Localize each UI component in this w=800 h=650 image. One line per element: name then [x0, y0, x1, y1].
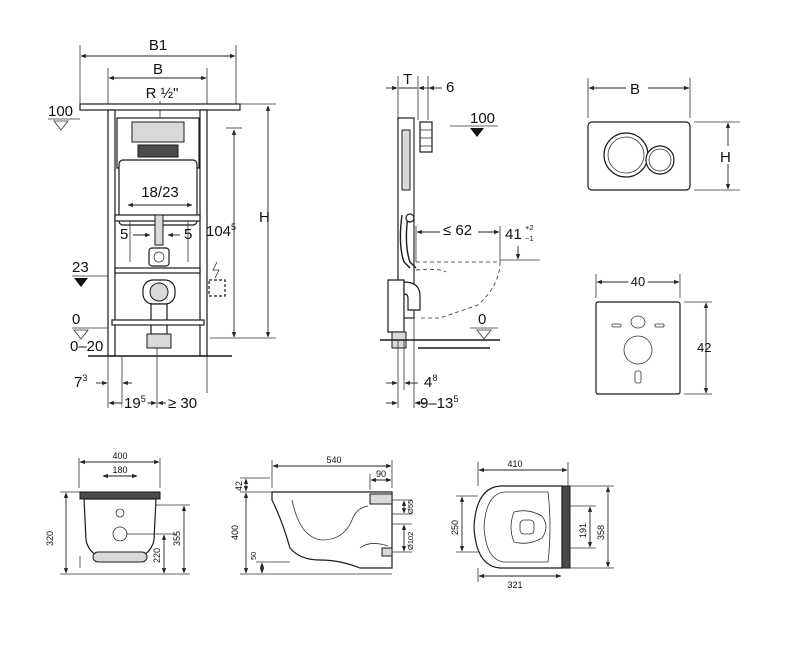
t-label: T — [403, 71, 412, 88]
level-100-label: 100 — [48, 103, 73, 120]
level-100-label-side: 100 — [470, 110, 495, 127]
h42-label: 42 — [697, 340, 711, 355]
w40-bg: 40 — [631, 274, 645, 289]
six-label: 6 — [446, 79, 454, 96]
dim41-label: 41 — [505, 226, 522, 243]
bt-w321: 321 — [507, 580, 522, 590]
bf-w180: 180 — [112, 465, 127, 475]
w40-label: 40 — [631, 274, 645, 289]
bs-w540: 540 — [326, 455, 341, 465]
level-0-label-side: 0 — [478, 311, 486, 328]
depth-19-label: 195 — [124, 394, 146, 412]
bt-h191: 191 — [578, 523, 588, 538]
thread-label: R ½" — [146, 85, 179, 102]
bt-h358: 358 — [596, 525, 606, 540]
plate-b-label: B — [630, 81, 640, 98]
h-label: H — [259, 209, 270, 226]
right-5-label: 5 — [184, 226, 192, 243]
le62-label: ≤ 62 — [443, 222, 472, 239]
bs-d55: Ø55 — [406, 500, 415, 514]
bowl-side-view: 540 90 42 Ø55 Ø102 400 50 — [230, 455, 415, 575]
bs-h50: 50 — [249, 552, 258, 560]
wall-plate: 40 40 42 — [595, 271, 712, 395]
bf-h320: 320 — [45, 531, 55, 546]
b-label: B — [153, 61, 163, 78]
bf-h355: 355 — [172, 531, 182, 546]
bf-w400: 400 — [112, 451, 127, 461]
bs-h400: 400 — [230, 525, 240, 540]
plate-h-label: H — [720, 149, 731, 166]
range-0-20-label: 0–20 — [70, 338, 103, 355]
left-5-label: 5 — [120, 226, 128, 243]
bs-d102: Ø102 — [406, 532, 415, 550]
dim41-plus: +2 — [525, 223, 534, 232]
left-7-label: 73 — [74, 373, 87, 391]
front-view: B1 B R ½" 100 18/23 5 5 — [48, 37, 276, 415]
dim4-label: 48 — [424, 373, 437, 391]
height-104-label: 1045 — [206, 222, 236, 240]
bf-h220: 220 — [152, 548, 162, 563]
bs-h42: 42 — [234, 481, 244, 491]
b1-label: B1 — [149, 37, 167, 54]
side-view: T 6 100 ≤ 62 41 +2 −1 — [380, 71, 540, 412]
bs-w90: 90 — [376, 469, 386, 479]
bowl-front-view: 400 180 320 220 355 — [45, 451, 190, 575]
ge30-label: ≥ 30 — [168, 395, 197, 412]
bt-w410: 410 — [507, 459, 522, 469]
spacing-label: 18/23 — [141, 184, 179, 201]
dim41-minus: −1 — [525, 234, 534, 243]
flush-plate: B H — [587, 78, 740, 191]
bowl-top-view: 410 358 191 250 321 — [450, 459, 614, 590]
dim9-13-label: 9–135 — [420, 394, 458, 412]
level-23-label: 23 — [72, 259, 89, 276]
bt-h250: 250 — [450, 520, 460, 535]
level-0-label: 0 — [72, 311, 80, 328]
